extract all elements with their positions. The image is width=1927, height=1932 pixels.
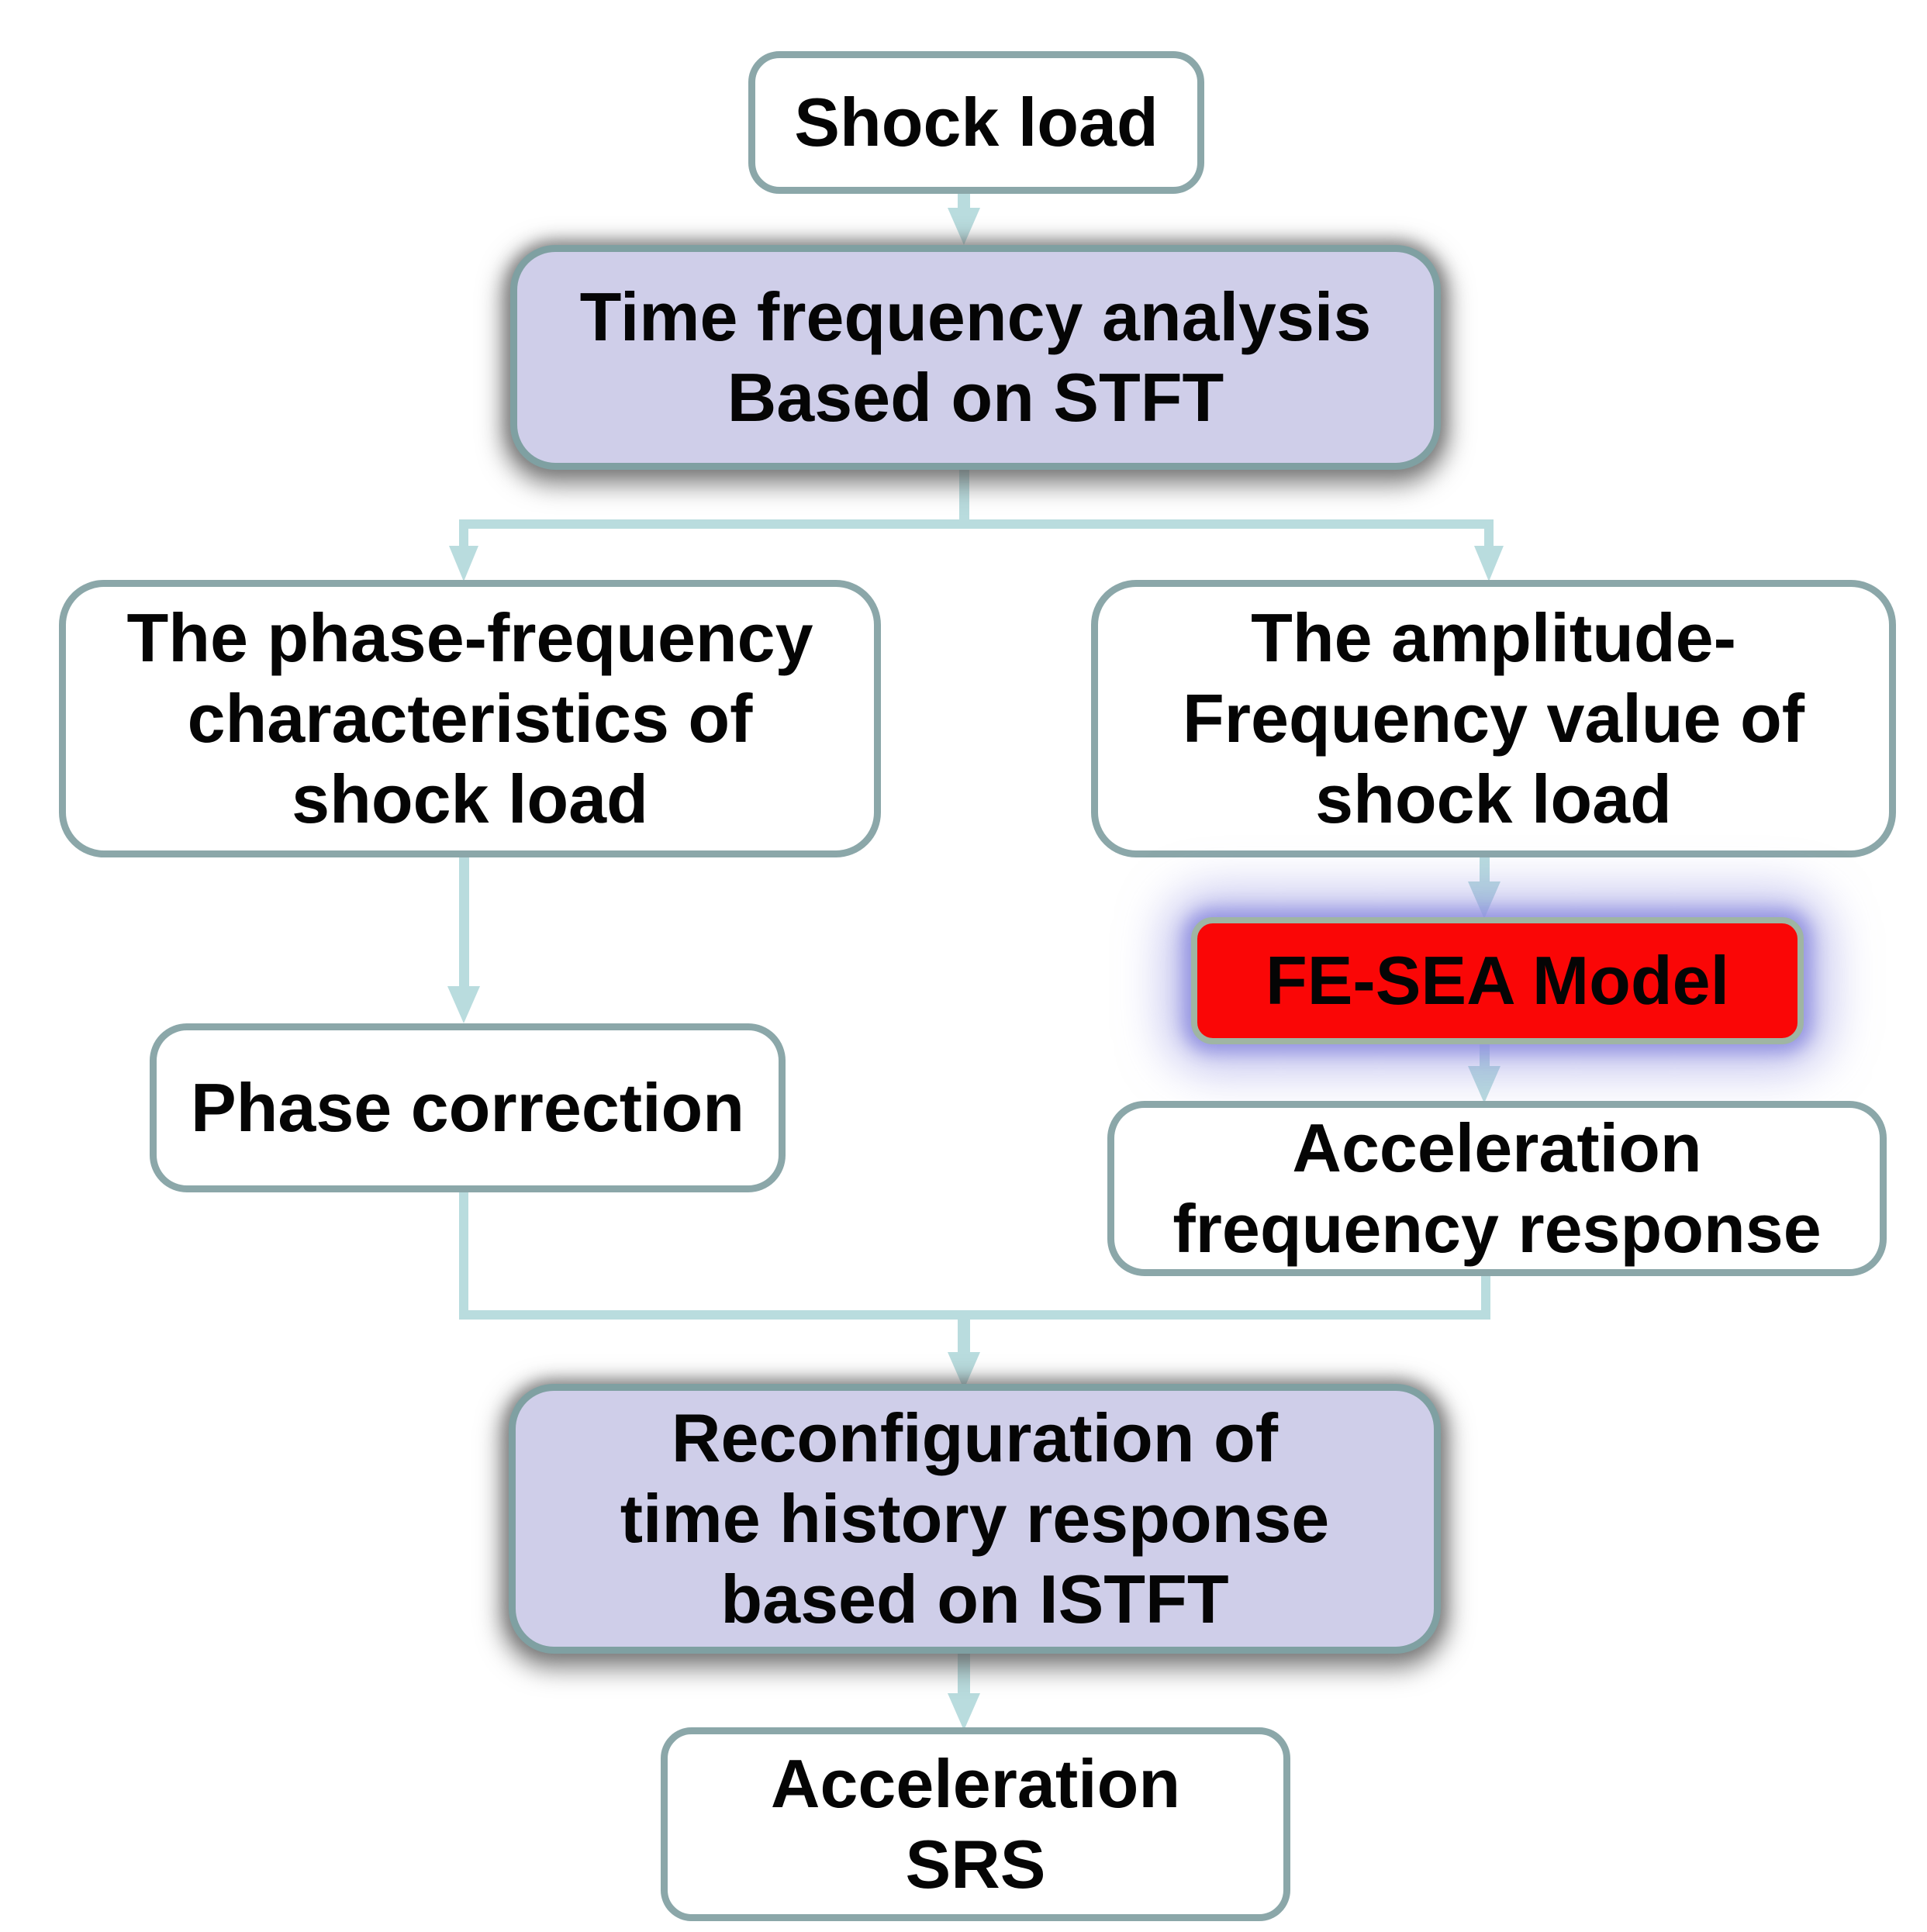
node-phase-frequency-characteristics: The phase-frequency characteristics of s… <box>59 580 881 857</box>
arrow-stem-shock-to-stft <box>958 194 970 211</box>
shock-load-label: Shock load <box>794 84 1159 161</box>
arrow-head-to-phase-correction <box>447 986 480 1023</box>
fe-sea-model-label: FE-SEA Model <box>1265 942 1730 1019</box>
arrow-head-to-amplitude-frequency <box>1474 546 1504 581</box>
acceleration-srs-line-1: Acceleration <box>770 1745 1181 1823</box>
arrow-head-to-reconfiguration <box>948 1352 980 1389</box>
acceleration-frequency-response-line-2: frequency response <box>1172 1190 1822 1267</box>
arrow-head-to-srs <box>948 1693 980 1730</box>
node-amplitude-frequency-value: The amplitude- Frequency value of shock … <box>1091 580 1896 857</box>
arrow-head-shock-to-stft <box>948 208 980 245</box>
node-shock-load: Shock load <box>748 51 1204 194</box>
phase-frequency-line-1: The phase-frequency <box>126 599 813 677</box>
merge-connector-horizontal-line <box>459 1310 1490 1320</box>
split-connector-right-stem <box>1484 527 1494 549</box>
time-frequency-analysis-line-2: Based on STFT <box>727 359 1224 436</box>
merge-connector-right-stem <box>1481 1276 1490 1320</box>
merge-connector-left-stem <box>459 1192 468 1320</box>
acceleration-frequency-response-line-1: Acceleration <box>1292 1109 1702 1187</box>
acceleration-srs-line-2: SRS <box>905 1826 1046 1903</box>
arrow-stem-to-fe-sea <box>1480 857 1490 885</box>
reconfiguration-line-3: based on ISTFT <box>720 1560 1229 1637</box>
merge-connector-center-stem <box>958 1318 970 1355</box>
node-fe-sea-model: FE-SEA Model <box>1191 917 1804 1044</box>
node-reconfiguration-istft: Reconfiguration of time history response… <box>509 1384 1441 1654</box>
time-frequency-analysis-line-1: Time frequency analysis <box>579 278 1372 356</box>
reconfiguration-line-2: time history response <box>620 1480 1330 1558</box>
phase-frequency-line-3: shock load <box>292 760 648 837</box>
split-connector-horizontal-line <box>459 519 1494 529</box>
arrow-stem-to-acceleration-response <box>1480 1044 1490 1069</box>
arrow-stem-to-srs <box>958 1654 970 1696</box>
arrow-stem-to-phase-correction <box>459 857 469 989</box>
amplitude-frequency-line-2: Frequency value of <box>1182 680 1804 757</box>
arrow-head-to-phase-frequency <box>449 546 478 581</box>
amplitude-frequency-line-1: The amplitude- <box>1251 599 1736 677</box>
split-connector-left-stem <box>459 527 468 549</box>
arrow-head-to-fe-sea <box>1468 881 1501 919</box>
reconfiguration-line-1: Reconfiguration of <box>671 1399 1279 1477</box>
amplitude-frequency-line-3: shock load <box>1315 760 1672 837</box>
arrow-head-to-acceleration-response <box>1468 1066 1501 1103</box>
node-acceleration-frequency-response: Acceleration frequency response <box>1107 1101 1887 1276</box>
phase-frequency-line-2: characteristics of <box>187 680 753 757</box>
node-acceleration-srs: Acceleration SRS <box>661 1727 1290 1921</box>
node-phase-correction: Phase correction <box>150 1023 786 1192</box>
phase-correction-label: Phase correction <box>190 1069 745 1147</box>
split-connector-center-stem <box>959 468 969 524</box>
node-time-frequency-analysis: Time frequency analysis Based on STFT <box>510 245 1441 470</box>
